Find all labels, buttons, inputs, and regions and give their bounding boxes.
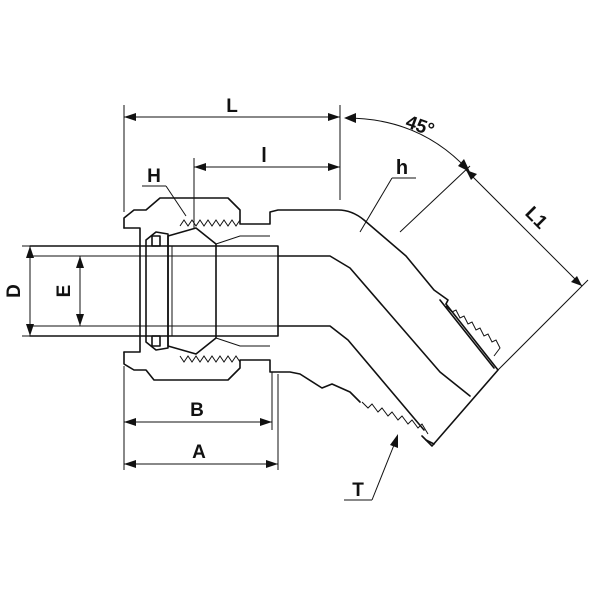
label-T: T [352,480,364,501]
dimension-L: L [123,96,341,212]
fitting-body [29,197,501,447]
ferrule-nose-lower [151,335,161,347]
leader-h: h [359,157,416,233]
leader-T: T [344,434,398,501]
body-outline-upper [123,197,449,305]
bore-upper [277,255,471,397]
label-angle: 45° [403,112,437,142]
label-H: H [147,166,161,187]
front-ferrule [145,231,169,351]
label-L: L [226,96,238,117]
label-D: D [4,284,25,298]
dimension-l: l [193,145,340,228]
nut-thread-upper [179,219,241,227]
bore-lower [277,325,425,431]
dimension-L1: L1 [465,169,589,371]
back-ferrule [167,227,217,355]
body-outline-lower [123,351,361,403]
dimension-E: E [54,255,140,327]
cone-upper [215,235,270,245]
label-h: h [396,157,408,179]
nut-thread-lower [179,355,241,363]
outlet-chamfer [425,299,495,445]
label-B: B [190,400,204,421]
label-A: A [192,442,206,463]
nut-inner [123,227,141,353]
cone-lower [215,337,270,347]
label-l: l [261,145,267,167]
outlet-thread-upper [445,305,501,357]
dimension-D: D [4,245,40,337]
leader-H: H [142,166,187,217]
dimension-B: B [123,366,273,470]
dimension-A: A [124,374,279,470]
label-E: E [54,285,75,298]
ferrule-nose-upper [151,235,161,247]
outlet-thread-lower [361,401,429,435]
